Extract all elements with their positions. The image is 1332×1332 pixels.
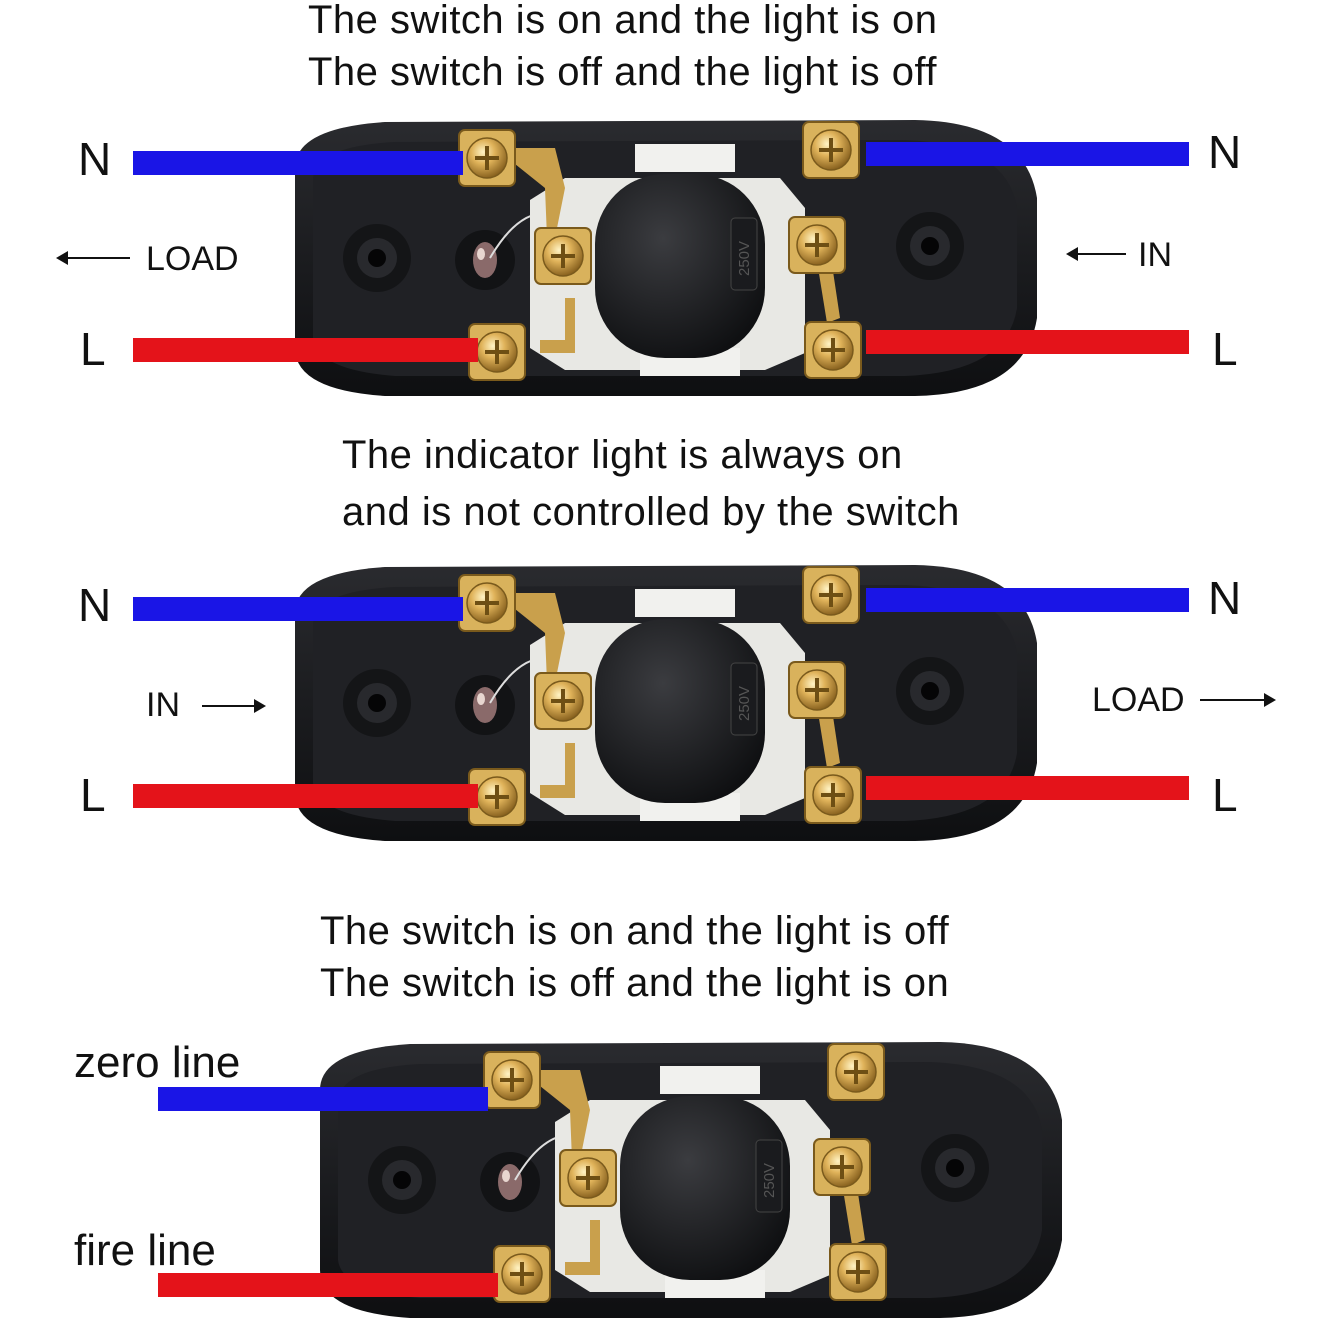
label-live-left: L bbox=[80, 769, 106, 821]
label-live-right: L bbox=[1212, 769, 1238, 821]
label-neutral-right: N bbox=[1208, 572, 1242, 624]
label-neutral-right: N bbox=[1208, 126, 1242, 178]
neutral-wire-left bbox=[133, 151, 463, 175]
label-fire-line: fire line bbox=[74, 1226, 216, 1275]
diagram-section-2: The indicator light is always on and is … bbox=[78, 433, 1276, 860]
neutral-wire-right bbox=[866, 142, 1189, 166]
label-load: LOAD bbox=[146, 240, 239, 278]
neutral-wire-left bbox=[133, 597, 463, 621]
label-in: IN bbox=[146, 686, 180, 724]
caption-line-1: The switch is on and the light is off bbox=[320, 909, 950, 953]
arrow-left-icon bbox=[1066, 247, 1126, 261]
caption-line-2: The switch is off and the light is on bbox=[320, 961, 950, 1005]
label-neutral-left: N bbox=[78, 133, 112, 185]
label-zero-line: zero line bbox=[74, 1038, 241, 1087]
arrow-right-icon bbox=[202, 699, 266, 713]
live-wire-left bbox=[133, 784, 478, 808]
live-wire bbox=[158, 1273, 498, 1297]
neutral-wire bbox=[158, 1087, 488, 1111]
caption-line-1: The switch is on and the light is on bbox=[308, 0, 938, 42]
neutral-wire-right bbox=[866, 588, 1189, 612]
diagram-section-1: The switch is on and the light is on The… bbox=[0, 0, 1332, 420]
arrow-left-icon bbox=[56, 251, 130, 265]
caption-line-2: The switch is off and the light is off bbox=[308, 50, 937, 94]
label-load: LOAD bbox=[1092, 681, 1185, 719]
voltage-marking: 250V bbox=[761, 1162, 779, 1199]
caption-line-1: The indicator light is always on bbox=[342, 433, 903, 477]
label-neutral-left: N bbox=[78, 579, 112, 631]
live-wire-right bbox=[866, 330, 1189, 354]
arrow-right-icon bbox=[1200, 693, 1276, 707]
caption-line-2: and is not controlled by the switch bbox=[342, 490, 960, 534]
live-wire-right bbox=[866, 776, 1189, 800]
label-live-right: L bbox=[1212, 323, 1238, 375]
label-in: IN bbox=[1138, 236, 1172, 274]
live-wire-left bbox=[133, 338, 478, 362]
label-live-left: L bbox=[80, 323, 106, 375]
